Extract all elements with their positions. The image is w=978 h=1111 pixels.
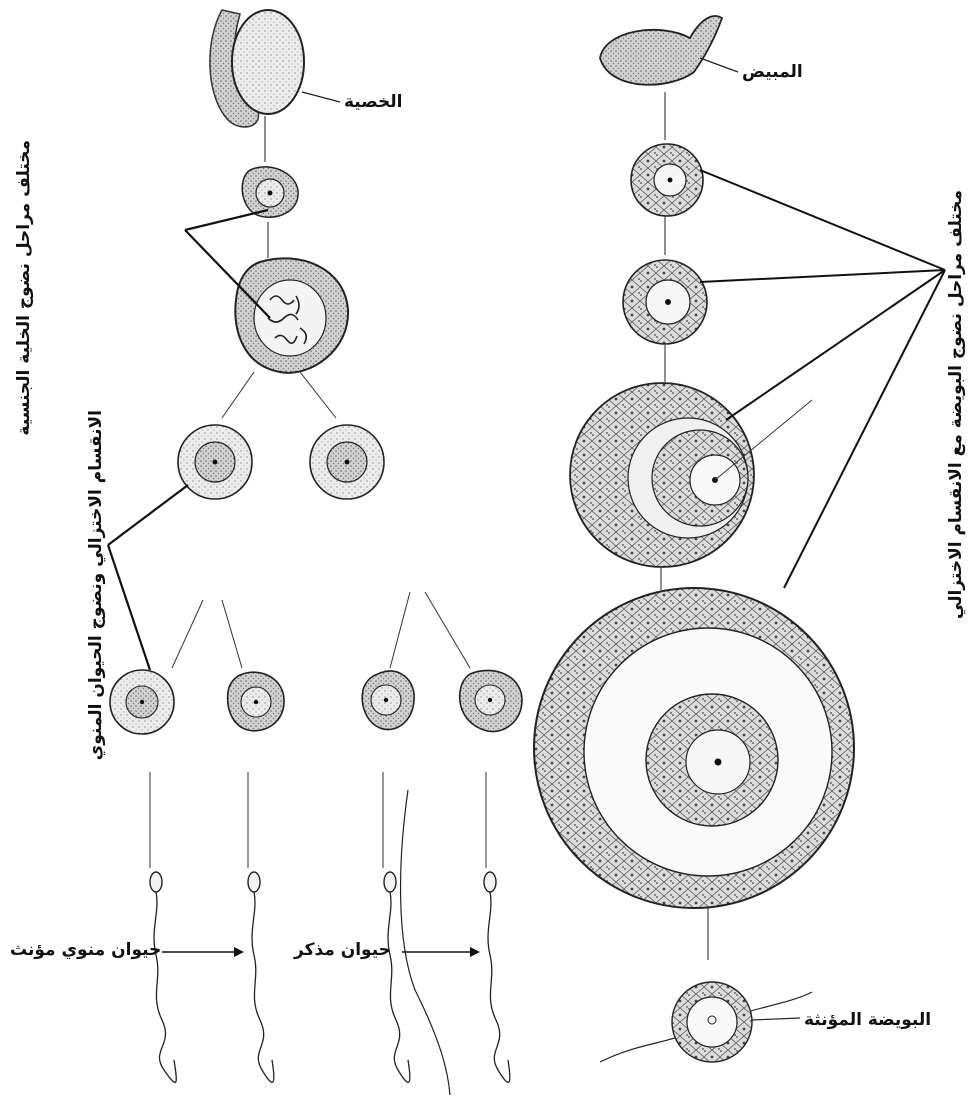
spermatid-3 <box>362 671 414 730</box>
spermatogonium-cell <box>242 167 298 217</box>
sperm-male-2 <box>484 872 510 1082</box>
spermatid-2 <box>228 672 284 731</box>
primordial-follicle <box>631 144 703 216</box>
spermatid-1 <box>110 670 174 734</box>
secondary-spermatocyte-right <box>310 425 384 499</box>
primary-follicle <box>623 260 707 344</box>
arrow-left-pair <box>162 947 244 957</box>
ovary-organ <box>600 16 738 85</box>
label-testis: الخصية <box>344 92 402 112</box>
mature-follicle <box>534 588 854 908</box>
primary-spermatocyte <box>235 258 348 372</box>
label-female-sperm: حيوان منوي مؤنث <box>10 940 161 960</box>
label-egg-meiosis: مختلف مراحل نضوج البويضة مع الانقسام الا… <box>946 190 966 560</box>
label-ovary: المبيض <box>742 62 803 82</box>
label-egg: البويضة المؤنثة <box>804 1010 931 1030</box>
secondary-follicle <box>570 383 754 567</box>
male-testis <box>210 10 340 127</box>
secondary-spermatocyte-left <box>178 425 252 499</box>
label-male-sperm: حيوان مذكر <box>294 940 391 960</box>
arrow-right-pair <box>402 947 480 957</box>
spermatid-4 <box>460 670 522 731</box>
label-sperm-meiosis: الانقسام الاختزالي ونضوج الحيوان المنوي <box>86 410 106 690</box>
sperm-male-1 <box>384 872 410 1082</box>
label-germ-cell-stages: مختلف مراحل نضوج الخلية الجنسية <box>14 140 34 400</box>
sperm-female-1 <box>150 872 176 1082</box>
sperm-female-2 <box>248 872 274 1082</box>
ovum <box>600 982 812 1062</box>
